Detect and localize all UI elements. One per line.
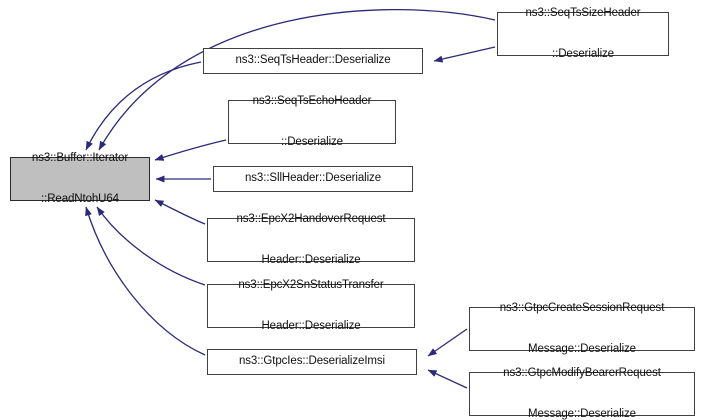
- node-sll-header-deserialize[interactable]: ns3::SllHeader::Deserialize: [213, 166, 413, 192]
- node-label-line2: Message::Deserialize: [528, 407, 636, 420]
- edge-gtpccreate-to-gtpcies: [427, 328, 468, 357]
- node-label-line2: Header::Deserialize: [261, 319, 361, 332]
- node-label-line2: Header::Deserialize: [261, 253, 361, 266]
- node-label-line1: ns3::GtpcIes::DeserializeImsi: [238, 355, 385, 368]
- node-label-line1: ns3::EpcX2HandoverRequest: [236, 213, 386, 225]
- node-label-line2: ::Deserialize: [281, 135, 343, 148]
- node-gtpc-ies-deserialize-imsi[interactable]: ns3::GtpcIes::DeserializeImsi: [207, 349, 417, 375]
- node-seq-ts-size-header-deserialize[interactable]: ns3::SeqTsSizeHeader ::Deserialize: [497, 7, 669, 60]
- node-label-line1: ns3::SeqTsHeader::Deserialize: [235, 54, 391, 67]
- node-label-line1: ns3::GtpcCreateSessionRequest: [499, 302, 665, 314]
- edge-seqtsecho-to-central: [154, 139, 227, 161]
- edge-epcx2handover-to-central: [154, 199, 206, 225]
- edge-gtpcmodify-to-gtpcies: [427, 369, 468, 389]
- node-label-line1: ns3::EpcX2SnStatusTransfer: [238, 279, 384, 291]
- node-label-line2: ::Deserialize: [552, 47, 614, 60]
- node-label-line1: ns3::SllHeader::Deserialize: [244, 172, 381, 185]
- node-seq-ts-echo-header-deserialize[interactable]: ns3::SeqTsEchoHeader ::Deserialize: [228, 95, 396, 148]
- node-label-line1: ns3::Buffer::Iterator: [31, 152, 129, 164]
- node-label-line1: ns3::SeqTsSizeHeader: [525, 7, 641, 19]
- node-label-line2: Message::Deserialize: [528, 342, 636, 355]
- edge-seqtssize-to-seqts: [433, 46, 496, 63]
- node-label-line1: ns3::GtpcModifyBearerRequest: [503, 367, 661, 379]
- node-seq-ts-header-deserialize[interactable]: ns3::SeqTsHeader::Deserialize: [203, 48, 423, 74]
- node-epc-x2-sn-status-transfer-header-deserialize[interactable]: ns3::EpcX2SnStatusTransfer Header::Deser…: [207, 279, 415, 332]
- node-gtpc-modify-bearer-request-message-deserialize[interactable]: ns3::GtpcModifyBearerRequest Message::De…: [469, 367, 695, 420]
- node-label-line2: ::ReadNtohU64: [41, 192, 119, 205]
- node-epc-x2-handover-request-header-deserialize[interactable]: ns3::EpcX2HandoverRequest Header::Deseri…: [207, 213, 415, 266]
- node-gtpc-create-session-request-message-deserialize[interactable]: ns3::GtpcCreateSessionRequest Message::D…: [469, 302, 695, 355]
- node-central-read-ntoh-u64[interactable]: ns3::Buffer::Iterator ::ReadNtohU64: [10, 152, 150, 205]
- node-label-line1: ns3::SeqTsEchoHeader: [252, 95, 372, 107]
